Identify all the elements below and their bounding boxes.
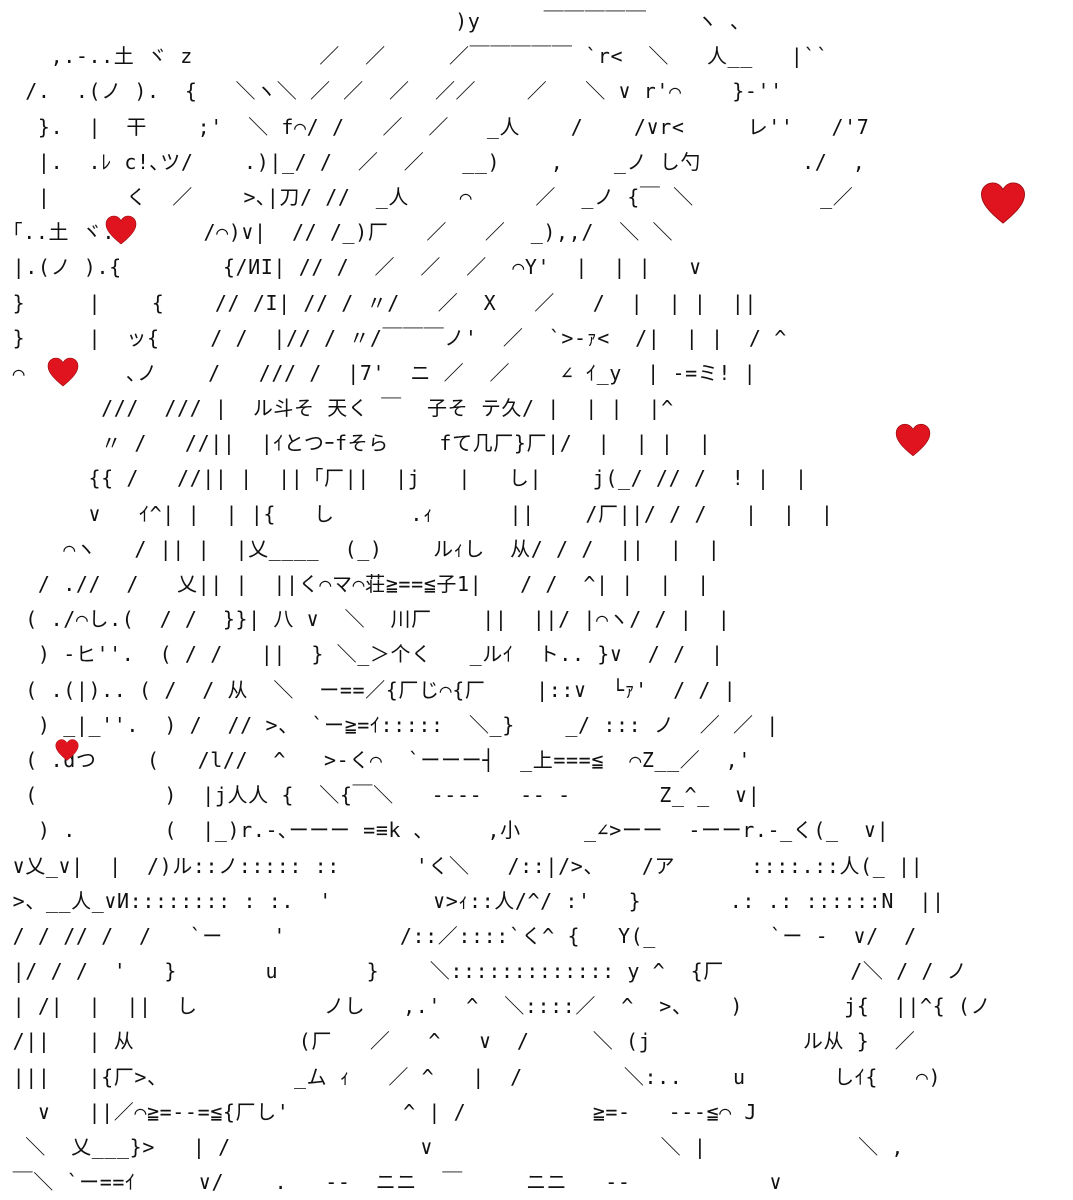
art-line: } | ッ{ / / |// / 〃/￣￣￣ノ' ／ `>-ｧ< /| | | …	[0, 325, 787, 350]
art-line: ∨ ｲ^| | | |{ し .ｨ || /厂||/ / / | | |	[0, 501, 834, 526]
art-line: ||| |{厂>、 _ム ｨ ／ ^ | / ＼:.. u しｲ{ ⌒)	[0, 1064, 942, 1089]
art-line: / / // / / `ー ' /::／::::`く^ { Y(_ `ー - ∨…	[0, 923, 917, 948]
art-line: |. .ﾚ c!､ツ/ .)|_/ / ／ ／ __) , _ノ し勺 ./ ,	[0, 149, 866, 174]
art-line: ｢..土 ヾ. /⌒)∨| // /_)厂 ／ ／ _),,/ ＼ ＼	[0, 220, 674, 245]
art-line: )y ￣￣￣￣￣ ヽ ､	[0, 9, 741, 33]
art-line: }. | 干 ;' ＼ f⌒/ / ／ ／ _人 / /∨r< レ'' /'7	[0, 114, 870, 139]
art-line: ( .dつ ( /l// ^ >-く⌒ `ーーー┤ _上===≦ ⌒Z__／ ,…	[0, 747, 751, 772]
art-line: | く ／ >､|刀/ // _人 ⌒ ／ _ノ {￣ ＼ _／	[0, 184, 854, 209]
art-line: 〃 / //|| |ｲとつｰfそら fて几厂}厂|/ | | | |	[0, 431, 712, 456]
art-line: /|| | 从 (厂 ／ ^ ∨ / ＼ (j ル从 } ／	[0, 1029, 916, 1054]
art-line: ) . ( |_)r.-､ーーー =≡k ､ ,小 _∠>ーー -ーーr.-_く…	[0, 818, 890, 843]
art-line: ( .(|).. ( / / 从 ＼ ー==／{厂じ⌒{厂 |::∨ └ｧ' /…	[0, 677, 737, 702]
art-line: } | { // /I| // / 〃/ ／ X ／ / | | | ||	[0, 290, 758, 315]
art-line: ,.-..土 ヾ z ／ ／ ／￣￣￣￣￣ `r< ＼ 人__ |``	[0, 44, 829, 69]
art-line: ( ./⌒し.( / / }}| 八 ∨ ＼ 川厂 || ||/ |⌒ヽ/ / …	[0, 607, 731, 632]
art-line: ＼ 乂___}> | / ∨ ＼ | ＼ ,	[0, 1135, 905, 1159]
art-line: ) -ヒ''. ( / / || } ＼_＞个く _ルｲ ト.. }∨ / / …	[0, 642, 724, 667]
art-line: |/ / / ' } u } ＼::::::::::::: y ^ {厂 /＼ …	[0, 959, 968, 984]
art-line: >、__人_∨И:::::::: : :. ' ∨>ｨ::人/^/ :' } .…	[0, 888, 945, 913]
art-line: | /| | || し ノし ,.' ^ ＼::::／ ^ >、 ) j{ ||…	[0, 994, 992, 1019]
art-line: ⌒ ､ノ / /// / |7' ニ ／ ／ ∠ ｲ_y | -=ミ! |	[0, 360, 757, 385]
art-line: /. .(ノ ). { ＼ヽ＼ ／ ／ ／ ／／ ／ ＼ ∨ r'⌒ }-''	[0, 79, 783, 104]
art-line: ( ) |j人人 { ＼{￣＼ ---- -- - Z_^_ ∨|	[0, 783, 761, 808]
ascii-art: )y ￣￣￣￣￣ ヽ ､ ,.-..土 ヾ z ／ ／ ／￣￣￣￣￣ `r< ＼…	[0, 4, 991, 1200]
art-line: {{ / //|| | ||「厂|| |j | し| j(_/ // / ! |…	[0, 466, 808, 491]
art-line: ￣＼ `ー==ｲ ∨/ . -- ニニ ￣ ニニ -- ∨	[0, 1170, 783, 1195]
art-line: ⌒ヽ / || | |乂____ (_) ルｨし 从/ / / || | |	[0, 536, 721, 561]
art-line: ∨ ||／⌒≧=--=≦{厂し' ^ | / ≧=- ---≦⌒ J	[0, 1099, 758, 1124]
art-line: / .// / 乂|| | ||く⌒マ⌒荘≧==≦子1| / / ^| | | …	[0, 572, 710, 596]
art-line: /// /// | ル斗そ 天く ￣ 子そ テ久/ | | | |^	[0, 396, 674, 421]
art-line: |.(ノ ).{ {/ИI| // / ／ ／ ／ ⌒Y' | | | ∨	[0, 255, 702, 280]
art-line: ) _|_''. ) / // >、 `ー≧=ｲ::::: ＼_} _/ :::…	[0, 712, 779, 737]
art-line: ∨乂_∨| | /)ル::ノ::::: :: 'く＼ /::|/>、 /ア ::…	[0, 853, 924, 878]
